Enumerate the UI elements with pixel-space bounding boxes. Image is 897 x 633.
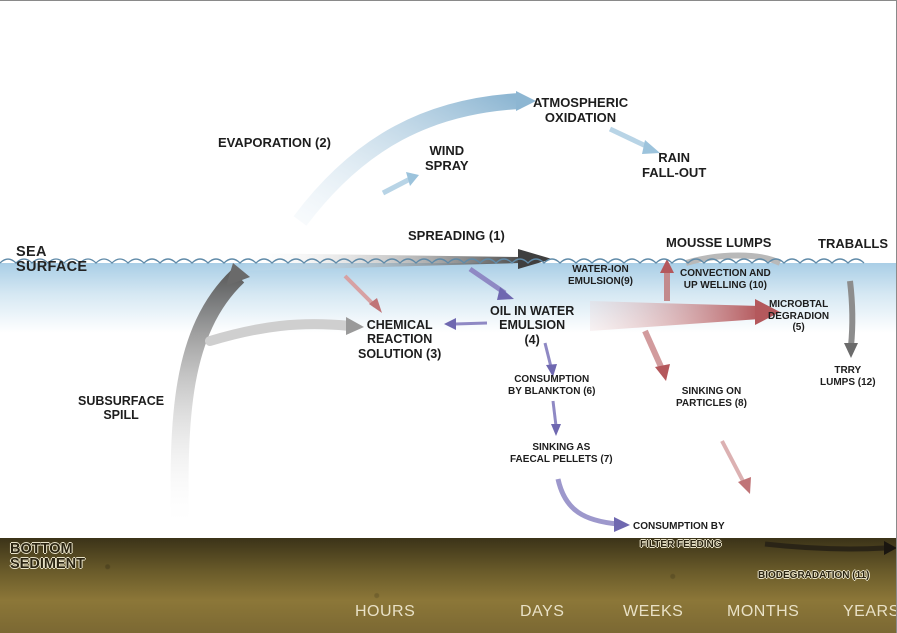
- biodegradation-arrowhead: [884, 541, 896, 555]
- particles-to-sediment-arrowhead: [738, 477, 751, 494]
- surface-to-emulsion-arrow: [468, 266, 507, 296]
- emulsion-to-plankton-arrow: [543, 342, 553, 368]
- label-convection: CONVECTION AND UP WELLING (10): [680, 268, 771, 291]
- faecal-to-filter-arrow: [555, 478, 619, 527]
- sea-water-band: [0, 263, 896, 333]
- subsurface-spill-arrow: [170, 263, 250, 530]
- convection-arrow: [685, 252, 782, 266]
- timeline-months: MONTHS: [727, 603, 800, 620]
- sea-surface-waves: [0, 258, 865, 264]
- label-subsurface-spill: SUBSURFACE SPILL: [78, 394, 165, 423]
- surface-to-emulsion-arrowhead: [497, 287, 514, 300]
- label-rain-fallout: RAIN FALL-OUT: [642, 150, 707, 180]
- biodegradation-arrow: [764, 541, 886, 552]
- label-mousse-lumps: MOUSSE LUMPS: [666, 235, 772, 250]
- timeline-years: YEARS: [843, 603, 897, 620]
- label-filter-feeding: FILTER FEEDING: [640, 539, 722, 550]
- plankton-to-faecal-arrow: [551, 400, 558, 427]
- label-water-ion-emulsion: WATER-ION EMULSION(9): [568, 264, 633, 287]
- wind-spray-arrowhead: [406, 172, 419, 186]
- timeline-days: DAYS: [520, 603, 565, 620]
- sinking-particles-arrowhead: [655, 364, 670, 381]
- sinking-particles-arrow: [642, 329, 665, 371]
- label-sinking-faecal: SINKING AS FAECAL PELLETS (7): [510, 442, 613, 465]
- particles-to-sediment-arrow: [720, 440, 746, 484]
- label-sea-surface: SEA SURFACE: [16, 244, 88, 276]
- label-tarry-lumps: TRRY LUMPS (12): [820, 365, 876, 388]
- label-atmospheric-oxidation: ATMOSPHERIC OXIDATION: [533, 95, 629, 125]
- subsurface-to-chemical-arrowhead: [346, 317, 364, 335]
- label-consumption-plankton: CONSUMPTION BY BLANKTON (6): [508, 374, 596, 397]
- timeline-weeks: WEEKS: [623, 603, 684, 620]
- surface-to-chemical-arrow: [343, 274, 377, 308]
- plankton-to-faecal-arrowhead: [551, 424, 561, 436]
- label-evaporation: EVAPORATION (2): [218, 135, 331, 150]
- bottom-sediment-band: [0, 538, 896, 633]
- label-sinking-particles: SINKING ON PARTICLES (8): [676, 386, 747, 409]
- microbial-degradation-arrowhead: [755, 299, 780, 325]
- label-consumption-filter: CONSUMPTION BY: [633, 521, 725, 532]
- label-bottom-sediment: BOTTOM SEDIMENT: [10, 541, 85, 573]
- oxidation-to-rain-arrow: [608, 126, 650, 150]
- label-oil-in-water-emulsion: OIL IN WATER EMULSION (4): [490, 304, 575, 347]
- wind-spray-arrow: [381, 176, 412, 196]
- emulsion-to-chemical-arrow: [454, 321, 488, 326]
- tarry-lumps-arrowhead: [844, 343, 858, 358]
- emulsion-to-chemical-arrowhead: [444, 318, 456, 330]
- oxidation-to-rain-arrowhead: [642, 140, 660, 154]
- faecal-to-filter-arrowhead: [614, 517, 630, 532]
- tarry-lumps-arrow: [847, 280, 856, 347]
- label-biodegradation: BIODEGRADATION (11): [758, 570, 870, 581]
- mousse-lumps-arrowhead: [660, 259, 674, 273]
- label-wind-spray: WIND SPRAY: [425, 143, 469, 173]
- microbial-degradation-arrow: [590, 301, 760, 331]
- label-traballs: TRABALLS: [818, 236, 889, 251]
- label-chemical-reaction: CHEMICAL REACTION SOLUTION (3): [358, 318, 442, 361]
- label-spreading: SPREADING (1): [408, 228, 505, 243]
- surface-to-chemical-arrowhead: [369, 298, 382, 313]
- evaporation-arrow: [293, 91, 536, 226]
- subsurface-to-chemical-arrow: [205, 319, 355, 346]
- timeline-hours: HOURS: [355, 603, 416, 620]
- label-microbial-degradation: MICROBTAL DEGRADION (5): [768, 299, 830, 333]
- emulsion-to-plankton-arrowhead: [546, 364, 557, 377]
